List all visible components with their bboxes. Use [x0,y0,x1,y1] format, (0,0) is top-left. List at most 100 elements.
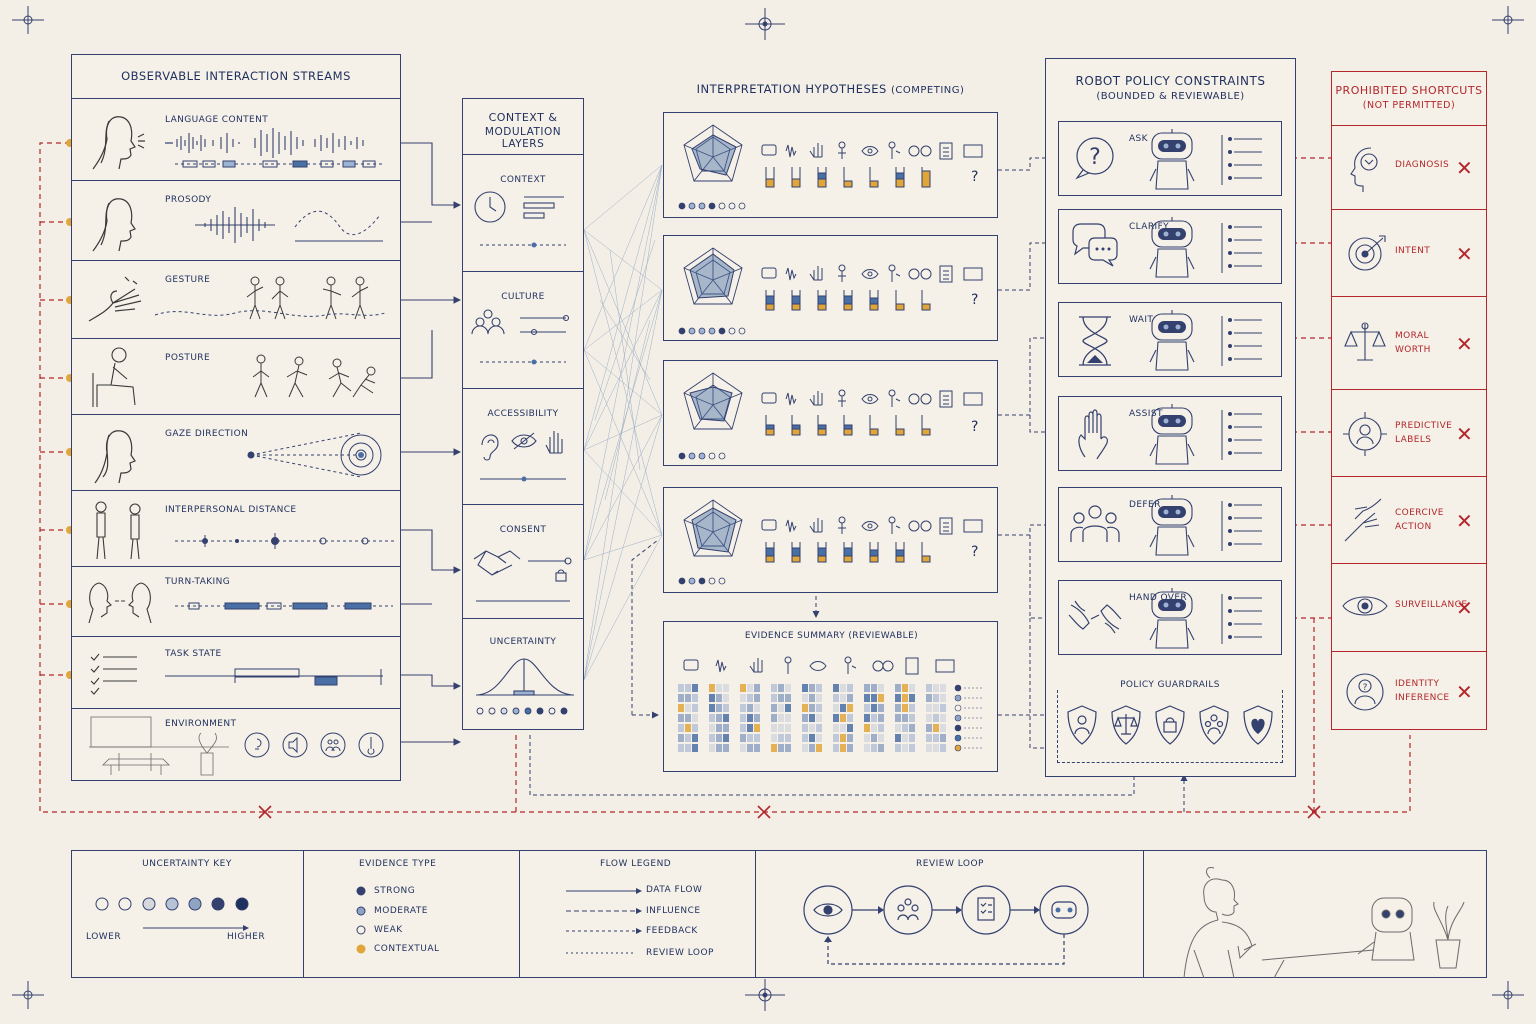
svg-text:?: ? [1363,683,1368,693]
observable-streams-panel [71,54,401,781]
brain-head-icon [1350,147,1378,192]
evidence-moderate: MODERATE [374,906,428,916]
context-panel [462,98,584,730]
prohibited-label-line2: WORTH [1395,344,1431,355]
flow-data: DATA FLOW [646,885,703,895]
prohibited-label: IDENTITY [1395,678,1440,689]
policy-label-defer: DEFER [1129,500,1161,510]
distribution-curve [476,658,574,715]
flow-review: REVIEW LOOP [646,948,714,958]
flow-influence: INFLUENCE [646,906,701,916]
policy-label-assist: ASSIST [1129,409,1163,419]
uncertain-mark: ? [971,544,979,560]
evidence-summary-panel[interactable]: EVIDENCE SUMMARY (REVIEWABLE) [663,621,998,772]
prohibited-title-line2: (NOT PERMITTED) [1362,100,1456,111]
stream-turn-taking[interactable]: TURN-TAKING [71,566,401,636]
policy-title-line2: (BOUNDED & REVIEWABLE) [1096,91,1245,102]
hypothesis-card-1[interactable]: ? [663,112,998,218]
stream-task-state[interactable]: TASK STATE [71,636,401,708]
prohibited-label-line2: ACTION [1395,521,1432,532]
stream-gaze[interactable]: GAZE DIRECTION [71,414,401,490]
hypotheses-title-note: (COMPETING) [891,85,965,96]
prohibited-label-line2: LABELS [1395,434,1432,445]
speech-bubbles-icon [1072,223,1118,267]
stream-label-prosody: PROSODY [165,195,212,205]
hypothesis-card-3[interactable]: ? [663,360,998,466]
hypothesis-arrows [529,154,1188,812]
prohibited-label: PREDICTIVE [1395,420,1453,431]
prohibited-label-line2: INFERENCE [1395,692,1450,703]
uncertain-mark: ? [971,169,979,185]
robot-icon [1149,217,1262,278]
people-group-icon [471,309,570,365]
policy-guardrails-title: POLICY GUARDRAILS [1057,680,1283,690]
speaking-face-icon [92,116,145,170]
stream-label-gesture: GESTURE [165,275,211,285]
influence-fan [583,164,663,681]
accessibility-icons [480,431,566,482]
context-section-culture[interactable]: CULTURE [462,271,584,388]
evidence-dots [678,202,746,210]
evidence-type-title: EVIDENCE TYPE [359,859,437,869]
prohibited-item[interactable]: DIAGNOSIS✕ [1331,125,1487,209]
raised-hand-icon [1078,409,1108,460]
evidence-strong: STRONG [374,886,416,896]
prohibited-item[interactable]: INTENT✕ [1331,209,1487,296]
pitch-waveform [195,207,383,243]
handover-icon [1068,600,1122,634]
hypothesis-card-4[interactable]: ? [663,487,998,593]
evidence-type-swatches [356,886,366,954]
review-loop-diagram [803,885,1089,965]
svg-text:?: ? [1089,145,1101,170]
prohibited-label: SURVEILLANCE [1395,600,1468,610]
modality-icons-row [761,141,983,160]
uncertainty-key-dots [95,897,249,931]
stream-prosody[interactable]: PROSODY [71,180,401,260]
stream-label-environment: ENVIRONMENT [165,719,237,729]
loop-x-marks [258,805,1321,819]
context-section-consent[interactable]: CONSENT [462,504,584,618]
stream-environment[interactable]: ENVIRONMENT [71,708,401,781]
environment-sensor-icons [244,732,384,758]
stream-gesture[interactable]: GESTURE [71,260,401,338]
distance-scale [175,533,395,549]
stream-language[interactable]: LANGUAGE CONTENT [71,98,401,180]
evidence-bars [765,290,931,311]
policy-title-line1: ROBOT POLICY CONSTRAINTS [1075,74,1266,88]
uncertainty-label: UNCERTAINTY [489,637,557,647]
checklist-icon [90,653,137,695]
not-permitted-x-icon: ✕ [1456,156,1473,180]
uncertainty-low-label: LOWER [86,932,122,942]
uncertain-mark: ? [971,419,979,435]
flow-legend-title: FLOW LEGEND [600,859,672,869]
question-bubble-icon: ? [1075,137,1114,180]
context-section-context[interactable]: CONTEXT [462,154,584,271]
profile-face-icon [94,430,136,484]
policy-label-wait: WAIT [1129,315,1154,325]
posture-figures [252,354,376,398]
evidence-weak: WEAK [374,925,403,935]
context-section-accessibility[interactable]: ACCESSIBILITY [462,388,584,504]
uncertainty-key-title: UNCERTAINTY KEY [142,859,232,869]
not-permitted-x-icon: ✕ [1456,241,1473,266]
turn-timeline [175,602,393,610]
prohibited-item[interactable]: SURVEILLANCE✕ [1331,563,1487,651]
not-permitted-x-icon: ✕ [1456,596,1473,620]
stream-distance[interactable]: INTERPERSONAL DISTANCE [71,490,401,566]
flow-feedback: FEEDBACK [646,926,698,936]
modality-icons-row [761,516,983,535]
stream-posture[interactable]: POSTURE [71,338,401,414]
hypotheses-title-text: INTERPRETATION HYPOTHESES [696,82,887,96]
context-section-uncertainty[interactable]: UNCERTAINTY [462,618,584,730]
guardrail-shields [1067,705,1273,745]
robot-icon [1149,495,1262,556]
modality-icons-row [683,656,955,675]
legend-uncertainty: UNCERTAINTY KEY LOWER HIGHER [71,850,303,978]
hypothesis-card-2[interactable]: ? [663,235,998,341]
legend-review-loop: REVIEW LOOP [755,850,1143,978]
